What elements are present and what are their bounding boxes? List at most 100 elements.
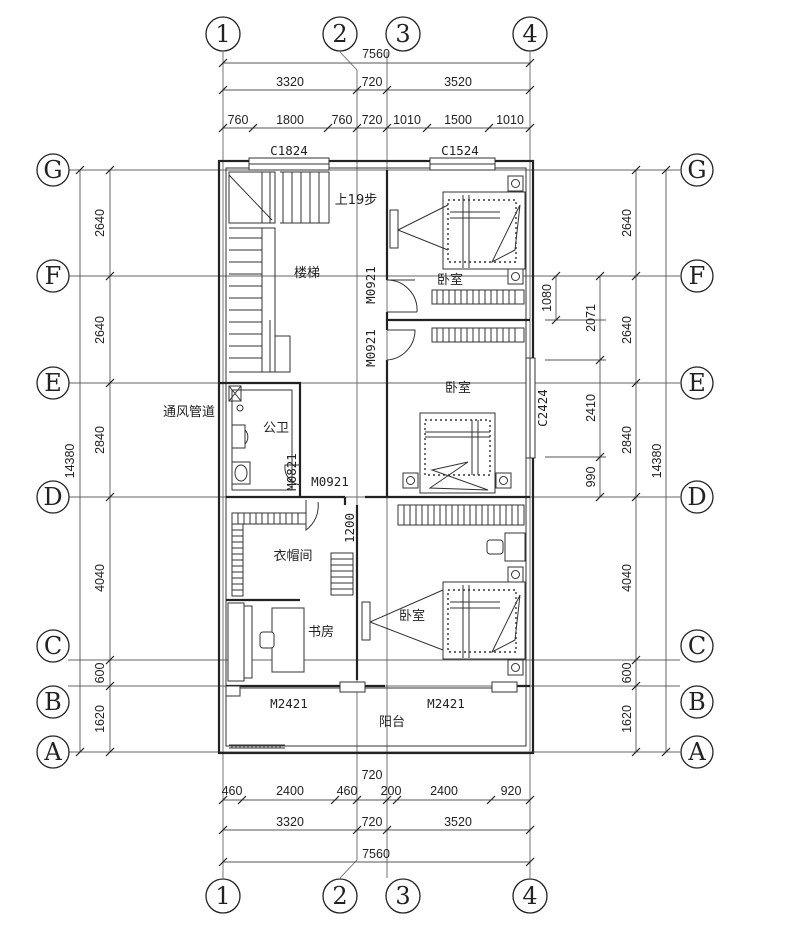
- axis-label: B: [688, 688, 706, 716]
- dim-right-detail-3: 2410: [584, 394, 598, 422]
- axis-row-D-right: D: [680, 480, 714, 514]
- axis-column-4-bottom: 4: [512, 878, 548, 914]
- axis-row-F-right: F: [680, 259, 714, 293]
- window-code-top-right: C1524: [441, 143, 479, 158]
- room-public-wc-label: 公卫: [263, 421, 289, 436]
- dim-left-1: 2640: [93, 209, 107, 237]
- dim-right-2: 2640: [620, 316, 634, 344]
- axis-row-A-left: A: [36, 735, 70, 769]
- axis-column-3: 3: [385, 16, 421, 52]
- axis-label: 4: [522, 20, 537, 48]
- dim-right-4: 4040: [620, 564, 634, 592]
- dim-right-detail-4: 990: [584, 467, 598, 488]
- axis-row-C-left: C: [36, 629, 70, 663]
- dim-top-detail-2: 1800: [276, 113, 304, 127]
- dim-top-detail-3: 760: [332, 113, 353, 127]
- axis-column-4: 4: [512, 16, 548, 52]
- axis-label: 4: [522, 882, 537, 910]
- axis-row-D-left: D: [36, 480, 70, 514]
- door-code-balcony-right: M2421: [427, 696, 465, 711]
- dim-left-3: 2840: [93, 426, 107, 454]
- dim-bottom-detail-4: 200: [381, 784, 402, 798]
- axis-label: 1: [215, 882, 230, 910]
- wardrobe-top-icon: [431, 289, 525, 343]
- room-bedroom-top-label: 卧室: [437, 272, 463, 288]
- dim-top-mid-3: 3520: [444, 75, 472, 89]
- axis-label: C: [688, 632, 706, 660]
- dim-right-detail-2: 2071: [584, 304, 598, 332]
- balcony-icon: [225, 681, 518, 749]
- dim-bottom-mid-2: 720: [362, 815, 383, 829]
- door-code-wc: M0821: [284, 453, 299, 491]
- axis-label: A: [43, 738, 62, 766]
- axis-label: 2: [332, 20, 347, 48]
- dim-top-mid-1: 3320: [276, 75, 304, 89]
- window-top-left-icon: [248, 157, 330, 171]
- axis-row-E-right: E: [680, 366, 714, 400]
- bed-bottom-icon: [361, 566, 526, 676]
- axis-label: D: [687, 483, 706, 511]
- dim-bottom-detail-2: 2400: [276, 784, 304, 798]
- dim-left-5: 600: [93, 663, 107, 684]
- axis-row-B-left: B: [36, 685, 70, 719]
- axis-row-E-left: E: [36, 366, 70, 400]
- room-balcony-label: 阳台: [379, 715, 405, 730]
- dim-bottom-detail-6: 920: [501, 784, 522, 798]
- room-bedroom-bottom-label: 卧室: [399, 608, 425, 624]
- window-code-top-left: C1824: [270, 143, 308, 158]
- axis-label: G: [687, 156, 706, 184]
- window-right-icon: [525, 357, 536, 459]
- axis-row-G-right: G: [680, 153, 714, 187]
- axis-label: 3: [395, 882, 410, 910]
- axis-row-C-right: C: [680, 629, 714, 663]
- axis-row-A-right: A: [680, 735, 714, 769]
- axis-label: G: [43, 156, 62, 184]
- top-dimension-chain: 7560 3320 720 3520 760 1800 760 720 1010…: [218, 47, 535, 133]
- dim-right-3: 2840: [620, 426, 634, 454]
- room-study-label: 书房: [308, 624, 334, 640]
- cloakroom-shelves-icon: [231, 500, 354, 597]
- dim-right-6: 1620: [620, 705, 634, 733]
- window-top-right-icon: [429, 157, 496, 171]
- axis-column-1-bottom: 1: [205, 878, 241, 914]
- bed-top-icon: [389, 175, 526, 285]
- dim-bottom-mid-1: 3320: [276, 815, 304, 829]
- dim-bottom-detail-3: 460: [337, 784, 358, 798]
- dim-bottom-total: 7560: [362, 847, 390, 861]
- axis-label: C: [44, 632, 62, 660]
- dim-left-2: 2640: [93, 316, 107, 344]
- wardrobe-dim: 1200: [342, 513, 357, 543]
- right-dimension-chain: 2640 2640 2840 4040 600 1620 14380 1080 …: [540, 165, 671, 757]
- bed-mid-icon: [402, 412, 512, 494]
- axis-label: 1: [215, 20, 230, 48]
- dim-left-4: 4040: [93, 564, 107, 592]
- window-code-right: C2424: [535, 389, 550, 427]
- axis-label: 2: [332, 882, 347, 910]
- dim-bottom-mid-3: 3520: [444, 815, 472, 829]
- study-desk-icon: [227, 602, 305, 682]
- dim-top-detail-6: 1500: [444, 113, 472, 127]
- wardrobe-bottom-icon: [397, 504, 526, 562]
- dim-bottom-detail-5: 2400: [430, 784, 458, 798]
- dim-top-total: 7560: [362, 47, 390, 61]
- dim-right-total: 14380: [650, 444, 664, 479]
- dim-right-5: 600: [620, 663, 634, 684]
- dim-bottom-detail-1: 460: [222, 784, 243, 798]
- axis-label: F: [689, 262, 706, 290]
- axis-column-1: 1: [205, 16, 241, 52]
- dim-top-mid-2: 720: [362, 75, 383, 89]
- dim-right-detail-1: 1080: [540, 284, 554, 312]
- axis-label: E: [688, 369, 706, 397]
- dim-left-total: 14380: [63, 444, 77, 479]
- door-code-balcony-left: M2421: [270, 696, 308, 711]
- axis-label: A: [687, 738, 706, 766]
- dim-top-detail-5: 1010: [393, 113, 421, 127]
- door-code-cloak: M0921: [311, 474, 349, 489]
- door-code-bed1: M0921: [363, 266, 378, 304]
- axis-label: 3: [395, 20, 410, 48]
- axis-label: E: [44, 369, 62, 397]
- dim-top-detail-1: 760: [228, 113, 249, 127]
- left-dimension-chain: 2640 2640 2840 4040 600 1620 14380: [63, 165, 115, 757]
- door-code-bed2: M0921: [363, 329, 378, 367]
- dim-top-detail-4: 720: [362, 113, 383, 127]
